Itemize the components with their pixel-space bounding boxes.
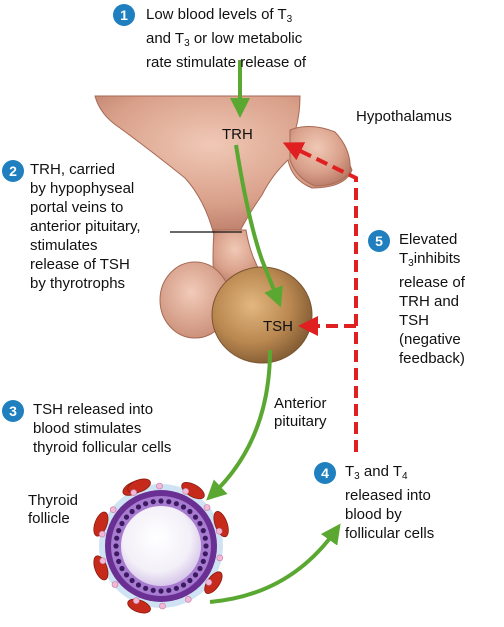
follicular-cell-nucleus [202,535,208,541]
interstitial-cell [130,489,137,496]
follicular-cell-nucleus [116,528,122,534]
follicular-cell-nucleus [119,520,125,527]
follicular-cell-nucleus [166,499,172,505]
hypothalamus-lobe [289,126,351,187]
label-trh: TRH [222,126,253,143]
label-anterior-pituitary: Anterior pituitary [274,395,327,430]
arrow-tsh-to-follicle [206,349,272,501]
interstitial-cell [156,482,163,490]
step-5-badge: 5 [368,230,390,252]
interstitial-cell [203,504,211,511]
follicular-cells [113,498,209,594]
interstitial-cell [133,597,140,605]
follicular-cell-nucleus [173,501,179,507]
follicular-cell-nucleus [200,528,206,534]
arrow-trh-to-tsh [234,144,283,308]
follicular-cell-nucleus [202,551,208,557]
step-3-badge: 3 [2,400,24,422]
step-3-text: TSH released into blood stimulates thyro… [33,401,172,456]
red-blood-cell [93,511,109,537]
follicular-cell-nucleus [150,499,156,505]
arrow-follicle-to-blood [209,523,341,604]
follicular-cell-nucleus [203,543,209,549]
follicular-cell-nucleus [119,565,125,572]
follicular-cell-nucleus [114,551,120,557]
interstitial-cell [216,554,224,562]
label-thyroid-follicle: Thyroid follicle [28,492,79,527]
follicular-cell-nucleus [187,508,193,515]
step-2-badge: 2 [2,160,24,182]
interstitial-cell [99,557,107,565]
step-1-text: Low blood levels of T3 and T3 or low met… [146,6,307,71]
interstitial-cell [205,578,213,586]
follicular-cell-nucleus [123,572,130,578]
follicular-cell-nucleus [158,498,164,504]
red-blood-cells [93,478,229,614]
follicular-cell-nucleus [114,535,120,541]
red-blood-cell [181,482,205,500]
follicular-cell-nucleus [187,577,193,584]
label-hypothalamus: Hypothalamus [356,108,452,125]
follicular-cell-nucleus [166,587,172,593]
follicular-cell-nucleus [180,582,187,588]
follicular-cell-nucleus [192,514,199,520]
interstitial-cell [182,487,189,495]
interstitial-cell [159,602,166,610]
follicular-cell-nucleus [143,501,149,507]
interstitial-cell [215,527,223,535]
follicular-cell-nucleus [113,543,119,549]
follicular-cell-nucleus [150,587,156,593]
follicular-cell-nucleus [197,565,203,572]
follicular-cell-nucleus [180,504,187,510]
step-4-text: T3 and T4 released into blood by follicu… [345,463,435,542]
step-5-text: Elevated T3inhibits release of TRH and T… [399,231,465,367]
follicular-cell-nucleus [135,504,142,510]
interstitial-cell [185,596,192,603]
follicular-cell-nucleus [192,572,199,578]
follicular-cell-nucleus [200,558,206,565]
red-blood-cell [127,598,151,614]
follicular-cell-nucleus [129,577,135,584]
follicular-cell-nucleus [116,558,122,565]
step-2-text: TRH, carried by hypophyseal portal veins… [30,161,141,292]
follicular-cell-nucleus [135,582,142,588]
follicular-cell-nucleus [143,585,149,591]
step-4-badge: 4 [314,462,336,484]
interstitial-cell [98,530,106,538]
follicular-cell-nucleus [197,520,203,527]
follicular-cell-nucleus [158,588,164,594]
follicular-cell-nucleus [129,508,135,515]
feedback-dashed-line [282,142,358,452]
follicular-cell-nucleus [123,514,130,520]
thyroid-follicle [93,478,229,614]
interstitial-cell [111,581,119,588]
follicular-cell-nucleus [173,585,179,591]
interstitial-cell [109,506,117,514]
step-1-badge: 1 [113,4,135,26]
anterior-pituitary [211,266,313,364]
label-tsh: TSH [263,318,293,335]
